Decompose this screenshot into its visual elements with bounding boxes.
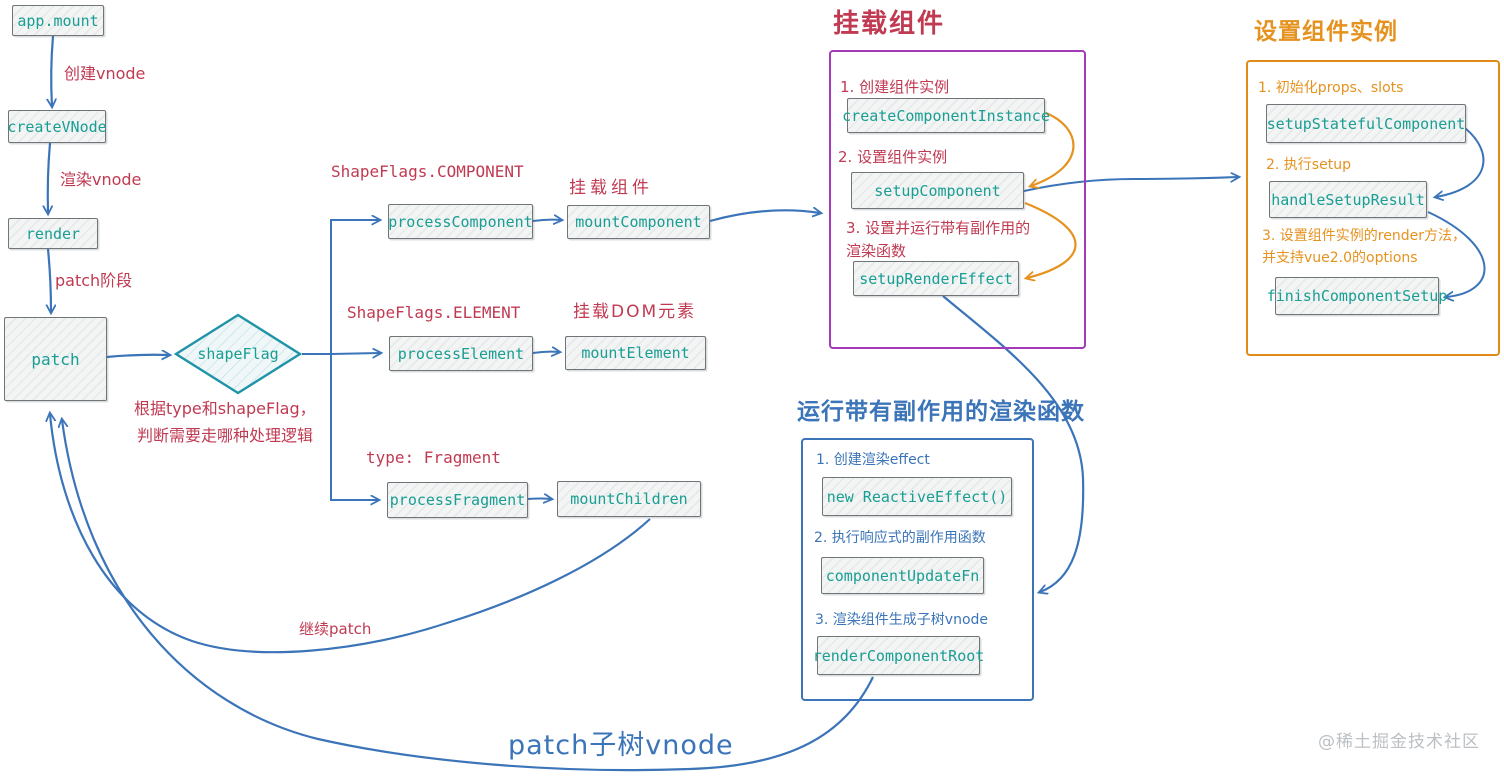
arrow-processcomponent-to-mountcomponent xyxy=(532,220,561,221)
setup-instance-step2: 2. 执行setup xyxy=(1266,157,1351,173)
node-new-reactiveeffect: new ReactiveEffect() xyxy=(822,477,1012,516)
edge-label-render-vnode: 渲染vnode xyxy=(60,170,142,189)
arrow-processelement-to-mountelement xyxy=(532,352,559,353)
run-effect-step1: 1. 创建渲染effect xyxy=(816,452,930,468)
node-app-mount-label: app.mount xyxy=(17,11,99,30)
edge-label-patch-stage: patch阶段 xyxy=(55,271,133,290)
node-setupcomponent: setupComponent xyxy=(851,172,1024,209)
node-handlesetupresult: handleSetupResult xyxy=(1269,181,1427,218)
node-finishcomponentsetup: finishComponentSetup xyxy=(1267,277,1447,315)
arrow-branch-element xyxy=(330,353,380,354)
continue-patch-label: 继续patch xyxy=(299,620,372,638)
group-mount-component-title: 挂载组件 xyxy=(833,9,946,39)
mount-component-step3: 3. 设置并运行带有副作用的渲染函数 xyxy=(846,219,1031,261)
node-mountcomponent-label: mountComponent xyxy=(575,213,702,231)
node-render-label: render xyxy=(25,224,81,243)
node-shapeflag-label: shapeFlag xyxy=(197,345,279,363)
node-setupstatefulcomponent-label: setupStatefulComponent xyxy=(1266,114,1466,133)
node-processfragment-label: processFragment xyxy=(389,491,526,509)
group-setup-instance xyxy=(1246,60,1500,356)
node-mountchildren-label: mountChildren xyxy=(570,490,688,508)
mount-dom-hint: 挂载DOM元素 xyxy=(573,302,697,322)
mount-component-step2: 2. 设置组件实例 xyxy=(838,148,948,166)
setup-instance-step3: 3. 设置组件实例的render方法，并支持vue2.0的options xyxy=(1262,228,1466,266)
node-mountchildren: mountChildren xyxy=(557,481,701,517)
node-processcomponent: processComponent xyxy=(388,204,533,239)
flag-component-label: ShapeFlags.COMPONENT xyxy=(331,162,524,181)
node-mountcomponent: mountComponent xyxy=(567,205,710,239)
edge-label-create-vnode: 创建vnode xyxy=(64,64,146,83)
node-rendercomponentroot: renderComponentRoot xyxy=(813,636,984,675)
node-mountelement: mountElement xyxy=(565,336,706,370)
arrow-mountcomponent-to-group xyxy=(709,210,820,223)
node-createvnode-label: createVNode xyxy=(7,117,107,136)
node-componentupdatefn: componentUpdateFn xyxy=(821,557,984,594)
run-effect-step3: 3. 渲染组件生成子树vnode xyxy=(815,612,989,628)
node-handlesetupresult-label: handleSetupResult xyxy=(1271,190,1425,209)
node-patch: patch xyxy=(4,317,107,401)
node-processelement-label: processElement xyxy=(397,344,525,363)
watermark: @稀土掘金技术社区 xyxy=(1318,732,1480,752)
node-app-mount: app.mount xyxy=(12,5,104,36)
node-setupcomponent-label: setupComponent xyxy=(874,181,1001,200)
mount-component-hint: 挂载组件 xyxy=(569,178,653,198)
arrow-createvnode-to-render xyxy=(48,142,50,213)
mount-component-step1: 1. 创建组件实例 xyxy=(840,78,950,96)
node-mountelement-label: mountElement xyxy=(581,344,690,362)
arrow-render-to-patch xyxy=(48,248,51,312)
node-createcomponentinstance: createComponentInstance xyxy=(842,98,1050,133)
node-processcomponent-label: processComponent xyxy=(388,212,533,231)
node-patch-label: patch xyxy=(31,349,80,369)
node-processelement: processElement xyxy=(389,336,533,371)
node-rendercomponentroot-label: renderComponentRoot xyxy=(812,646,985,665)
node-new-reactiveeffect-label: new ReactiveEffect() xyxy=(826,487,1008,506)
setup-instance-step1: 1. 初始化props、slots xyxy=(1258,80,1404,96)
arrow-continue-patch-curve xyxy=(50,414,651,654)
node-createvnode: createVNode xyxy=(7,110,107,143)
group-run-effect-title: 运行带有副作用的渲染函数 xyxy=(797,399,1085,425)
node-render: render xyxy=(8,218,98,249)
branch-note-line1: 根据type和shapeFlag， xyxy=(134,399,316,418)
node-setuprendereffect: setupRenderEffect xyxy=(853,261,1019,296)
node-setupstatefulcomponent: setupStatefulComponent xyxy=(1266,104,1466,143)
arrow-patch-subtree-curve xyxy=(62,420,874,772)
node-createcomponentinstance-label: createComponentInstance xyxy=(842,106,1050,125)
arrow-branch-component xyxy=(302,220,379,355)
type-fragment-label: type: Fragment xyxy=(366,448,501,467)
node-setuprendereffect-label: setupRenderEffect xyxy=(859,269,1013,288)
node-componentupdatefn-label: componentUpdateFn xyxy=(825,566,980,585)
run-effect-step2: 2. 执行响应式的副作用函数 xyxy=(814,530,986,546)
arrow-appmount-to-createvnode xyxy=(51,35,53,106)
node-processfragment: processFragment xyxy=(387,482,528,518)
arrow-branch-fragment xyxy=(330,354,378,500)
branch-note-line2: 判断需要走哪种处理逻辑 xyxy=(137,426,314,445)
patch-subtree-label: patch子树vnode xyxy=(508,730,734,761)
group-setup-instance-title: 设置组件实例 xyxy=(1254,19,1398,45)
arrow-processfragment-to-mountchildren xyxy=(527,499,551,500)
node-finishcomponentsetup-label: finishComponentSetup xyxy=(1266,287,1448,305)
flag-element-label: ShapeFlags.ELEMENT xyxy=(347,303,521,322)
arrow-patch-to-shapeflag xyxy=(106,355,169,357)
